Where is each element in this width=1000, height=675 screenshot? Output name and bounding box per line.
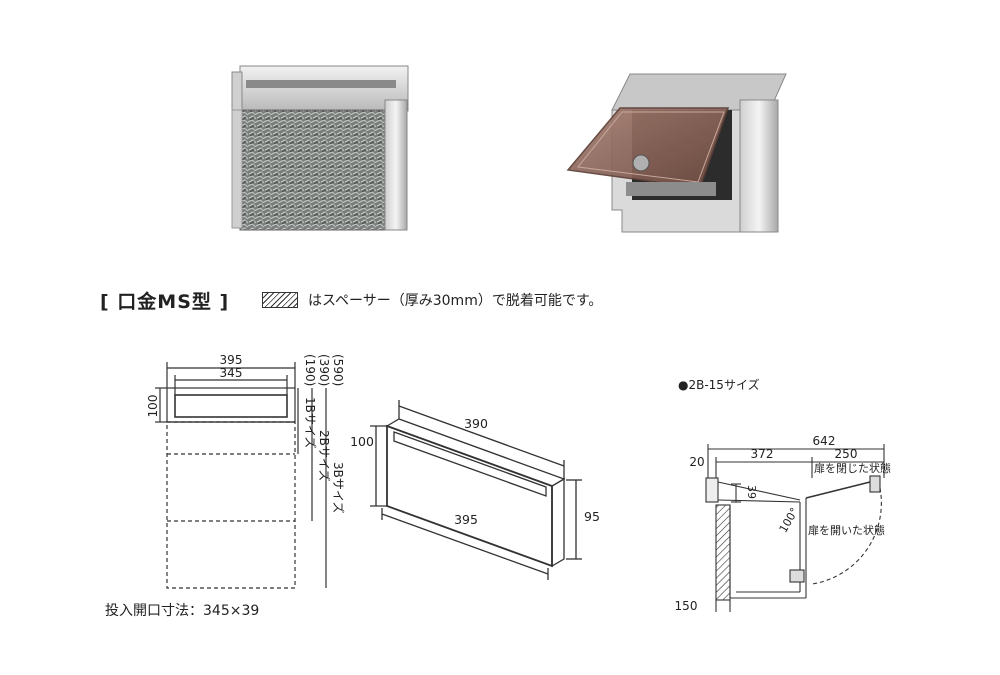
dim-section-642: 642 [813, 434, 836, 448]
spacer-note-text: はスペーサー（厚み30mm）で脱着可能です。 [308, 293, 603, 309]
dim-front-395: 395 [220, 353, 243, 367]
dim-section-20: 20 [689, 455, 704, 469]
front-body-outline [166, 421, 296, 589]
dim-section-100deg: 100° [777, 506, 802, 535]
section-view-drawing [705, 444, 885, 612]
dim-iso-395: 395 [454, 512, 478, 527]
front-view-labels: 395 345 100 (190) (390) (590) 1Bサイズ 2Bサイ… [146, 353, 346, 514]
section-wall [715, 504, 731, 601]
dim-iso-100: 100 [350, 434, 374, 449]
mailbox-photo-closed [231, 65, 409, 231]
iso-side-edge [551, 477, 565, 568]
size-3b-value: (590) [331, 354, 345, 386]
size-2b-value: (390) [317, 354, 331, 386]
model-heading: [ 口金MS型 ] [100, 291, 230, 313]
front-slot-opening [174, 394, 288, 418]
size-1b-label: 1Bサイズ [303, 397, 318, 449]
dim-section-150: 150 [675, 599, 698, 613]
hatch-swatch-icon [262, 292, 298, 308]
iso-view-drawing [370, 400, 582, 580]
label-door-closed: 扉を閉じた状態 [814, 461, 891, 475]
size-3b-label: 3Bサイズ [331, 462, 346, 514]
label-door-open: 扉を開いた状態 [808, 523, 885, 537]
dim-iso-390: 390 [464, 416, 488, 431]
size-1b-value: (190) [303, 354, 317, 386]
size-2b-label: 2Bサイズ [317, 430, 332, 482]
section-mouth-piece [705, 477, 719, 503]
section-title: ●2B-15サイズ [678, 377, 760, 392]
spacer-note: はスペーサー（厚み30mm）で脱着可能です。 [262, 290, 602, 310]
dim-section-372: 372 [751, 447, 774, 461]
dim-iso-95: 95 [584, 509, 600, 524]
iso-slot [393, 431, 547, 497]
dim-section-39: 39 [745, 485, 758, 499]
dim-front-100: 100 [146, 395, 160, 418]
dim-front-345: 345 [220, 366, 243, 380]
dim-section-250: 250 [835, 447, 858, 461]
front-view-drawing [155, 362, 327, 589]
opening-size-note: 投入開口寸法：345×39 [105, 603, 260, 619]
mailbox-photo-open [566, 73, 787, 233]
iso-view-labels: 390 395 100 95 [350, 416, 600, 527]
